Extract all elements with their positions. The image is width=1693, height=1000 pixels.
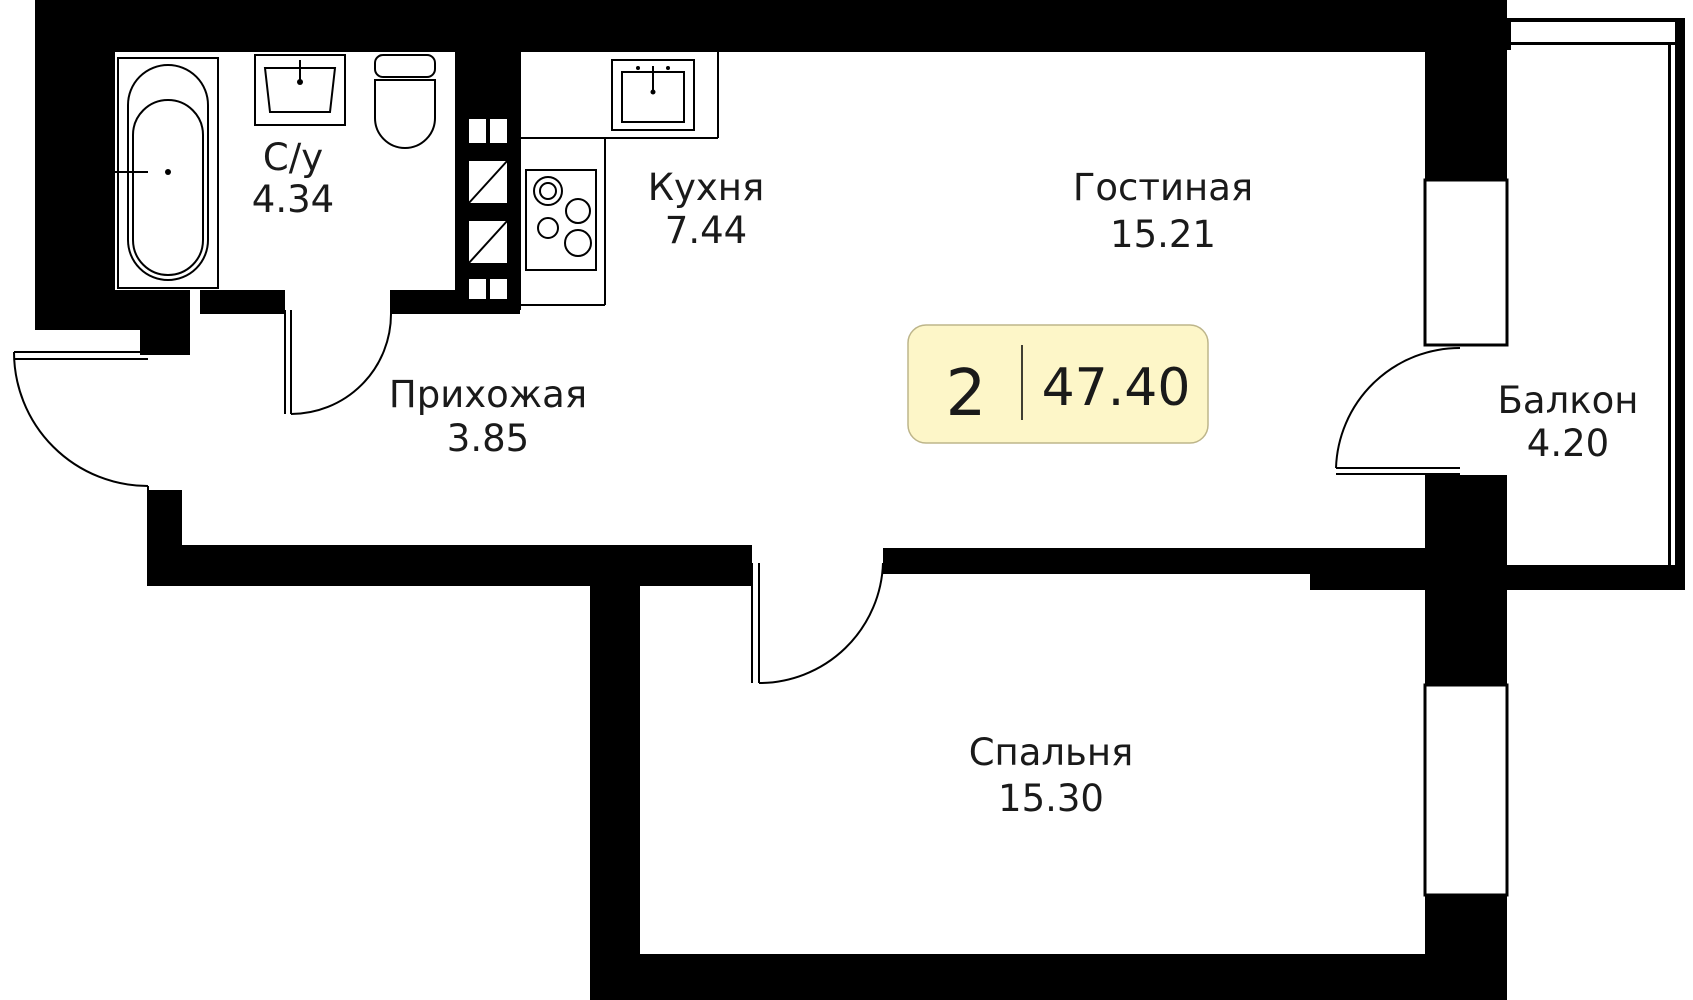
room-area: 7.44 <box>665 209 747 252</box>
apartment-badge: 2 47.40 <box>907 324 1209 444</box>
room-label-bathroom: С/у 4.34 <box>252 136 334 221</box>
vent-shaft <box>467 117 509 301</box>
balcony-door <box>1335 347 1461 475</box>
kitchen-counter <box>519 52 719 310</box>
sink-icon <box>254 54 346 126</box>
room-label-living: Гостиная 15.21 <box>1073 166 1253 256</box>
room-area: 4.20 <box>1527 422 1609 465</box>
toilet-icon <box>374 54 436 149</box>
room-area: 15.30 <box>998 777 1104 820</box>
entrance-door <box>13 351 149 490</box>
bedroom-door <box>751 562 884 684</box>
room-name: Гостиная <box>1073 166 1253 209</box>
balcony-outline <box>1507 18 1685 590</box>
room-name: Спальня <box>969 731 1134 774</box>
rooms-count: 2 <box>946 357 987 431</box>
badge-background <box>907 324 1209 444</box>
room-area: 15.21 <box>1110 213 1216 256</box>
room-label-bedroom: Спальня 15.30 <box>969 731 1134 820</box>
bathroom-door <box>284 310 392 415</box>
total-area: 47.40 <box>1042 358 1191 418</box>
walls <box>35 0 1509 1000</box>
room-name: Балкон <box>1498 379 1639 422</box>
kitchen-sink-icon <box>611 59 695 131</box>
room-name: С/у <box>263 136 323 179</box>
room-area: 3.85 <box>447 417 529 460</box>
room-label-kitchen: Кухня 7.44 <box>648 166 765 252</box>
room-name: Прихожая <box>389 373 587 416</box>
bathtub-icon <box>115 57 219 289</box>
room-name: Кухня <box>648 166 765 209</box>
room-area: 4.34 <box>252 178 334 221</box>
room-label-balcony: Балкон 4.20 <box>1498 379 1639 465</box>
stove-icon <box>525 169 597 271</box>
room-label-hallway: Прихожая 3.85 <box>389 373 587 460</box>
